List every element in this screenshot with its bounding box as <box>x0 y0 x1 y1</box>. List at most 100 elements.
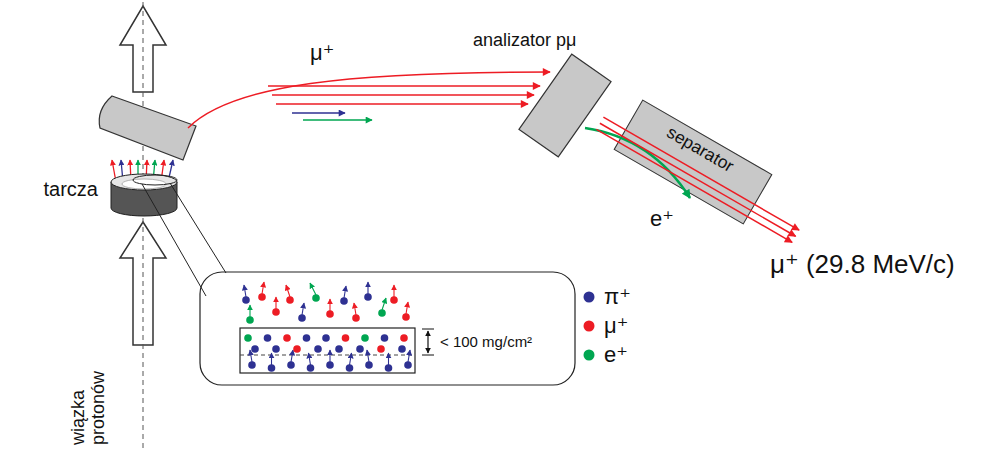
muon-trajectory <box>268 85 540 87</box>
analyzer-magnet <box>519 54 611 157</box>
depth-arrow <box>427 331 428 353</box>
particle-dot <box>286 296 294 304</box>
particle-dot <box>298 314 306 322</box>
analyzer-magnet <box>519 54 611 157</box>
target-slab <box>240 328 415 373</box>
particle-dot <box>346 364 354 372</box>
legend-swatch <box>582 348 596 362</box>
particle-arrow <box>350 353 352 365</box>
inset-callout <box>170 183 226 273</box>
particle-arrow <box>388 353 389 365</box>
particle-arrow <box>367 350 369 362</box>
particle-dot <box>361 334 369 342</box>
particle-arrow <box>291 350 293 362</box>
particle-arrow <box>244 285 246 297</box>
analyzer-label: analizator pμ <box>473 30 576 51</box>
particle-dot <box>272 308 280 316</box>
beam-axis <box>143 2 144 448</box>
particle-dot <box>264 334 272 342</box>
particle-dot <box>242 296 250 304</box>
particle-dot <box>312 294 320 302</box>
target-cylinder <box>108 172 180 218</box>
legend-text: μ⁺ <box>604 313 628 338</box>
particle-arrow <box>382 298 386 310</box>
particle-arrow <box>249 305 250 317</box>
legend-swatch <box>584 349 595 360</box>
momentum-analyzer: analizator pμ <box>519 54 611 157</box>
particle-dot <box>385 364 393 372</box>
particle-arrow <box>286 285 290 297</box>
separator-box: separator <box>614 99 773 224</box>
particle-arrow <box>275 297 276 309</box>
legend-swatch <box>582 290 596 304</box>
legend-entry: μ⁺ <box>582 313 628 338</box>
particle-dot <box>404 361 412 369</box>
particle-dot <box>293 345 301 353</box>
particle-arrow <box>329 299 330 311</box>
particle-dot <box>340 297 348 305</box>
particle-dot <box>283 334 291 342</box>
particle-dot <box>314 345 322 353</box>
legend-swatch <box>584 320 595 331</box>
particle-dot <box>322 334 330 342</box>
particle-dot <box>378 309 386 317</box>
particle-dot <box>287 361 295 369</box>
inset-particles <box>242 282 412 372</box>
particle-dot <box>390 296 398 304</box>
particle-dot <box>400 334 408 342</box>
particle-arrow <box>329 350 330 362</box>
particle-arrow <box>344 286 346 298</box>
depth-dimension: < 100 mg/cm² <box>440 333 532 350</box>
legend-entry: π⁺ <box>582 284 631 309</box>
positron-trajectory <box>303 119 372 121</box>
particle-arrow <box>354 303 356 315</box>
particle-dot <box>303 334 311 342</box>
beam-momentum-label: μ⁺ (29.8 MeV/c) <box>770 250 955 280</box>
particle-arrow <box>302 303 304 315</box>
particle-arrow <box>250 350 252 362</box>
particle-dot <box>326 361 334 369</box>
legend-text: e⁺ <box>604 342 628 367</box>
particle-arrow <box>408 350 410 362</box>
particle-arrow <box>406 302 408 314</box>
particle-dot <box>364 293 372 301</box>
separator-label: separator <box>631 101 771 195</box>
legend-swatch <box>582 319 596 333</box>
muon-trajectory <box>188 72 550 128</box>
inset-bubble <box>200 272 575 385</box>
legend-swatch <box>584 291 595 302</box>
positron-deflection <box>585 128 690 198</box>
particle-dot <box>402 313 410 321</box>
beam-particle-label: μ⁺ <box>310 40 334 65</box>
muon-trajectory <box>600 123 796 236</box>
particle-dot <box>251 345 259 353</box>
muon-output-beam <box>596 117 799 242</box>
particle-arrow <box>393 285 394 297</box>
muon-trajectory <box>272 94 534 96</box>
particle-dot <box>248 361 256 369</box>
particle-arrow <box>310 283 316 295</box>
target-label: tarcza <box>44 178 98 201</box>
particle-dot <box>246 316 254 324</box>
positron-label: e⁺ <box>650 206 674 231</box>
particle-arrow <box>367 282 368 294</box>
particle-dot <box>365 361 373 369</box>
particle-dot <box>326 310 334 318</box>
particle-dot <box>258 293 266 301</box>
depth-bracket <box>422 355 434 356</box>
muon-trajectory <box>603 117 799 230</box>
particle-arrow <box>309 353 311 365</box>
particle-arrow <box>271 353 272 365</box>
muon-trajectory <box>596 129 792 242</box>
depth-bracket <box>422 329 434 330</box>
inset-callout <box>142 184 206 296</box>
particle-dot <box>381 334 389 342</box>
deflector-magnet <box>99 96 196 160</box>
production-target: tarcza <box>108 172 180 218</box>
